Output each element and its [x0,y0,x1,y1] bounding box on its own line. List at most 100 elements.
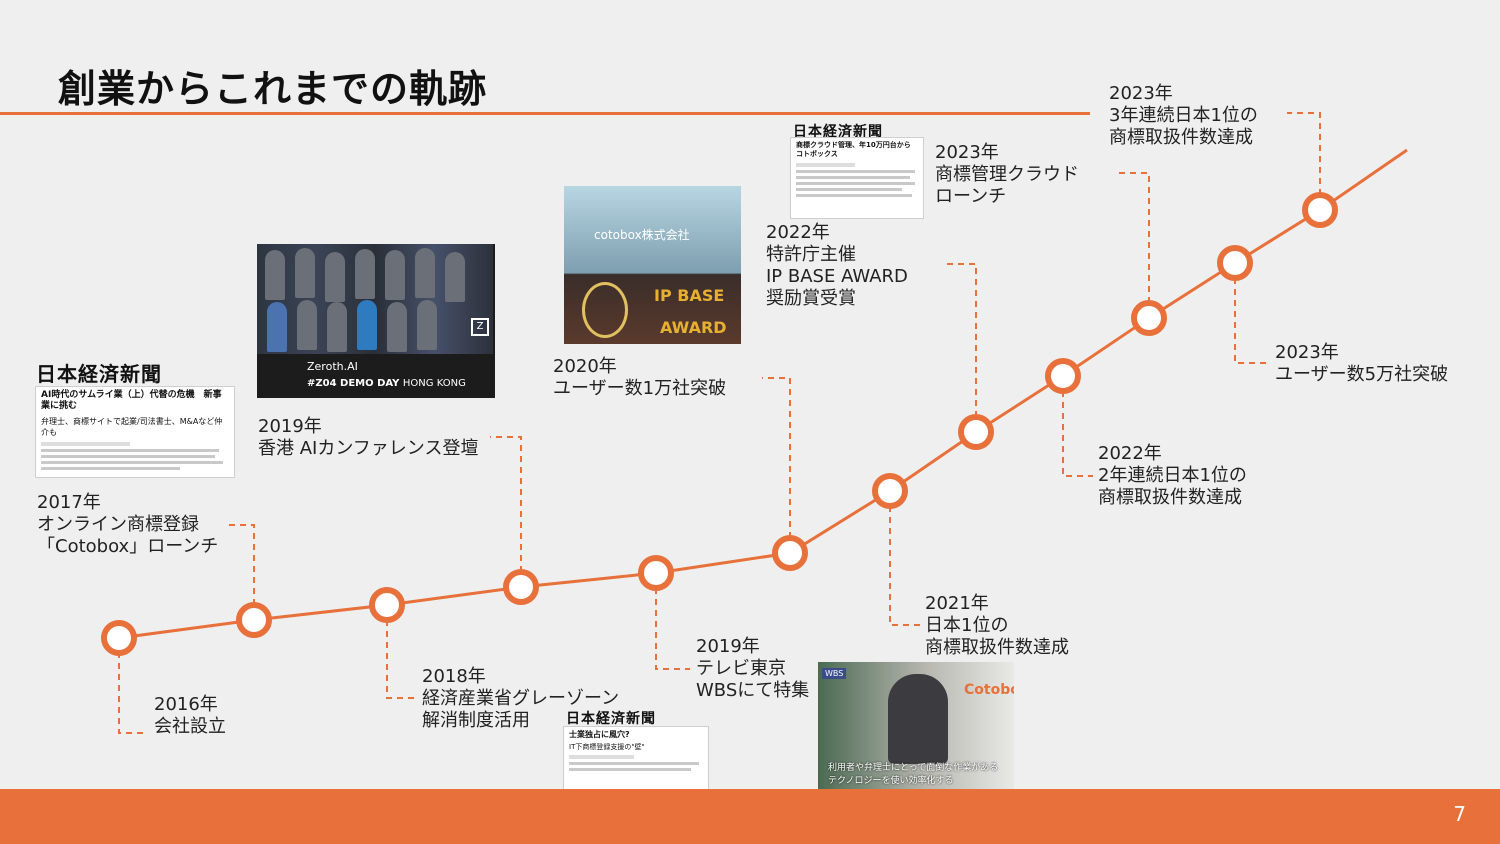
milestone-text: 商標取扱件数達成 [1098,487,1242,508]
article-text-line [796,188,902,191]
article-text-line [796,182,915,185]
article-text-line [796,176,910,179]
milestone-text: ユーザー数5万社突破 [1275,364,1449,385]
milestone-year: 2018年 [422,666,486,687]
milestone-year: 2023年 [1109,83,1173,104]
speaker-photo-grid [257,244,493,354]
award-sign-1: IP BASE [654,286,725,305]
zeroth-logo-icon: Z [471,318,489,336]
milestone-text: 経済産業省グレーゾーン [422,688,620,709]
milestone-2017: 2017年 オンライン商標登録 「Cotobox」ローンチ [37,492,218,558]
milestone-2023-users: 2023年 ユーザー数5万社突破 [1275,342,1448,386]
article-headline: 士業独占に風穴? [569,730,630,739]
node-2023-rank [1302,192,1338,228]
milestone-2018: 2018年 経済産業省グレーゾーン 解消制度活用 [422,666,619,732]
milestone-text: 奨励賞受賞 [766,288,856,309]
milestone-text: 3年連続日本1位の [1109,105,1258,126]
leader-2022-award [946,263,977,417]
leader-2017 [224,524,255,605]
laurel-icon [582,282,628,338]
leader-2023-rank [1287,112,1321,195]
milestone-year: 2022年 [766,222,830,243]
node-2022-rank [1045,358,1081,394]
milestone-text: ユーザー数1万社突破 [553,378,727,399]
milestone-text: テレビ東京 [696,658,786,679]
milestone-year: 2023年 [935,142,999,163]
node-2018 [369,587,405,623]
leader-2018 [386,620,414,699]
article-subheadline: IT下商標登録支援の"壁" [569,743,645,751]
milestone-text: 日本1位の [925,615,1009,636]
nikkei-article-2018: 士業独占に風穴? IT下商標登録支援の"壁" [563,726,709,791]
leader-2022-rank [1062,391,1093,477]
article-text-line [41,455,216,458]
node-2020 [772,535,808,571]
article-text-line [41,461,224,464]
title-rule [0,112,1090,115]
zeroth-demo-day-photo: Z Zeroth.AI #Z04 DEMO DAY HONG KONG [257,244,495,398]
milestone-2021: 2021年 日本1位の 商標取扱件数達成 [925,593,1069,659]
article-text-line [569,768,692,771]
leader-2019-hk [490,436,522,572]
nikkei-article-2017: AI時代のサムライ業（上）代替の危機 新事業に挑む 弁理士、商標サイトで起業/司… [35,386,235,478]
nikkei-logo: 日本経済新聞 [566,711,656,727]
node-2017 [236,602,272,638]
milestone-year: 2020年 [553,356,617,377]
zeroth-brand: Zeroth.AI [307,360,358,373]
article-subheadline: 弁理士、商標サイトで起業/司法書士、M&Aなど仲介も [41,417,223,437]
node-2022-award [958,414,994,450]
wbs-channel-logo: WBS [822,668,847,679]
article-meta [569,755,634,759]
milestone-2022-award: 2022年 特許庁主催 IP BASE AWARD 奨励賞受賞 [766,222,908,310]
milestone-year: 2016年 [154,694,218,715]
nikkei-article-2023: 商標クラウド管理、年10万円台から コトボックス [790,137,924,219]
article-meta [796,163,856,167]
milestone-text: 香港 AIカンファレンス登壇 [258,438,479,459]
zeroth-event: #Z04 DEMO DAY HONG KONG [307,378,466,389]
milestone-text: 商標取扱件数達成 [925,637,1069,658]
milestone-text: 「Cotobox」ローンチ [37,536,219,557]
wbs-caption-2: テクノロジーを使い効率化する [828,776,954,786]
article-text-line [41,449,220,452]
milestone-2016: 2016年 会社設立 [154,694,226,738]
leader-2023-cloud [1116,172,1150,303]
interviewee-figure [888,674,948,764]
milestone-text: WBSにて特集 [696,680,810,701]
article-headline: AI時代のサムライ業（上）代替の危機 新事業に挑む [41,390,222,411]
leader-2023-users [1234,278,1268,364]
milestone-2019-hk: 2019年 香港 AIカンファレンス登壇 [258,416,478,460]
nikkei-logo: 日本経済新聞 [36,362,162,386]
milestone-text: 商標管理クラウド [935,164,1079,185]
article-meta [41,442,131,446]
milestone-text: オンライン商標登録 [37,514,199,535]
milestone-text: 特許庁主催 [766,244,856,265]
article-text-line [796,194,913,197]
page-number: 7 [1453,802,1466,826]
zeroth-event-name: #Z04 DEMO DAY [307,378,400,389]
milestone-nodes [101,192,1338,656]
ip-base-award-photo: cotobox株式会社 IP BASE AWARD [564,186,741,344]
milestone-year: 2022年 [1098,443,1162,464]
leader-2020 [762,377,791,538]
nikkei-logo: 日本経済新聞 [793,124,883,140]
milestone-year: 2023年 [1275,342,1339,363]
wbs-tv-screenshot: WBS Cotobox 利用者や弁理士にとって面倒な作業がある テクノロジーを使… [818,662,1014,789]
node-2023-users [1217,245,1253,281]
milestone-text: IP BASE AWARD [766,266,908,287]
node-2019-hk [503,569,539,605]
milestone-text: ローンチ [935,186,1007,207]
leader-lines [118,112,1321,734]
milestone-2019-wbs: 2019年 テレビ東京 WBSにて特集 [696,636,809,702]
milestone-year: 2019年 [258,416,322,437]
milestone-text: 2年連続日本1位の [1098,465,1247,486]
wbs-caption-1: 利用者や弁理士にとって面倒な作業がある [828,763,999,773]
milestone-2020: 2020年 ユーザー数1万社突破 [553,356,726,400]
node-2023-cloud [1131,300,1167,336]
article-text-line [41,467,180,470]
milestone-2023-cloud: 2023年 商標管理クラウド ローンチ [935,142,1079,208]
footer-bar [0,789,1500,844]
milestone-year: 2019年 [696,636,760,657]
node-2021 [872,473,908,509]
milestone-text: 商標取扱件数達成 [1109,127,1253,148]
